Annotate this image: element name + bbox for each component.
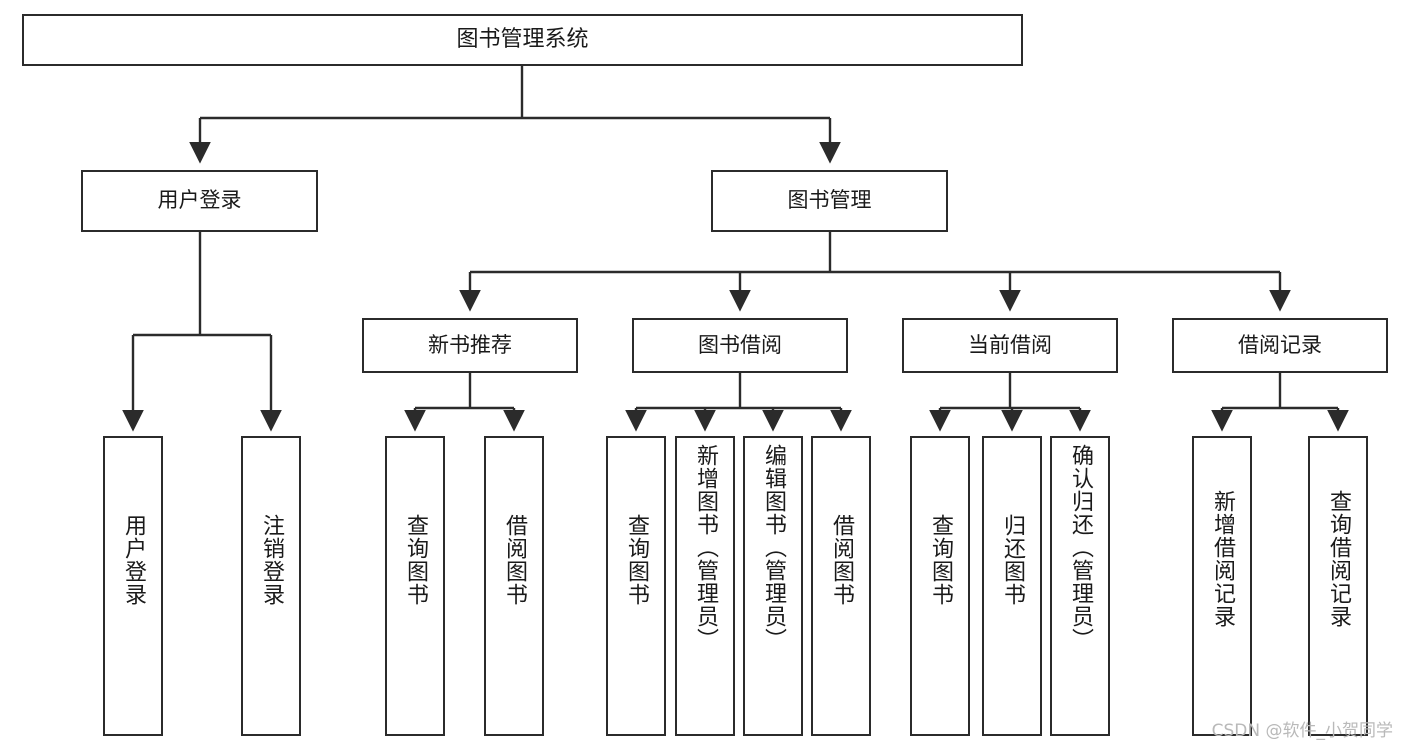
node-current-borrow[interactable]: 当前借阅	[902, 318, 1118, 373]
node-label: 图书管理	[787, 188, 872, 213]
node-root-system[interactable]: 图书管理系统	[22, 14, 1023, 66]
leaf-user-logout[interactable]: 注销登录	[241, 436, 301, 736]
leaf-query-book-borrow[interactable]: 查询图书	[606, 436, 666, 736]
leaf-edit-book-admin[interactable]: 编辑图书（管理员）	[743, 436, 803, 736]
node-label: 用户登录	[121, 514, 146, 606]
node-label: 图书借阅	[698, 332, 782, 357]
leaf-query-book-recommend[interactable]: 查询图书	[385, 436, 445, 736]
node-label: 编辑图书（管理员）	[761, 444, 786, 651]
watermark: CSDN @软件_小贺同学	[1211, 721, 1393, 741]
node-label: 查询借阅记录	[1326, 490, 1351, 628]
node-label: 查询图书	[624, 514, 649, 606]
node-label: 确认归还（管理员）	[1068, 444, 1093, 651]
node-new-book-recommend[interactable]: 新书推荐	[362, 318, 578, 373]
node-label: 图书管理系统	[456, 26, 589, 52]
node-label: 新书推荐	[428, 332, 512, 357]
leaf-return-book[interactable]: 归还图书	[982, 436, 1042, 736]
leaf-query-borrow-record[interactable]: 查询借阅记录	[1308, 436, 1368, 736]
leaf-borrow-book-recommend[interactable]: 借阅图书	[484, 436, 544, 736]
node-label: 当前借阅	[968, 332, 1052, 357]
node-label: 查询图书	[928, 514, 953, 606]
node-user-login[interactable]: 用户登录	[81, 170, 318, 232]
leaf-borrow-book[interactable]: 借阅图书	[811, 436, 871, 736]
node-book-management[interactable]: 图书管理	[711, 170, 948, 232]
leaf-confirm-return-admin[interactable]: 确认归还（管理员）	[1050, 436, 1110, 736]
node-label: 借阅图书	[502, 514, 527, 606]
node-label: 借阅记录	[1238, 332, 1322, 357]
node-book-borrow[interactable]: 图书借阅	[632, 318, 848, 373]
leaf-user-login[interactable]: 用户登录	[103, 436, 163, 736]
node-label: 归还图书	[1000, 514, 1025, 606]
node-label: 新增借阅记录	[1210, 490, 1235, 628]
node-label: 用户登录	[157, 188, 242, 213]
leaf-add-borrow-record[interactable]: 新增借阅记录	[1192, 436, 1252, 736]
node-label: 注销登录	[259, 514, 284, 606]
node-label: 查询图书	[403, 514, 428, 606]
leaf-query-book-current[interactable]: 查询图书	[910, 436, 970, 736]
node-borrow-record[interactable]: 借阅记录	[1172, 318, 1388, 373]
leaf-add-book-admin[interactable]: 新增图书（管理员）	[675, 436, 735, 736]
node-label: 借阅图书	[829, 514, 854, 606]
node-label: 新增图书（管理员）	[693, 444, 718, 651]
